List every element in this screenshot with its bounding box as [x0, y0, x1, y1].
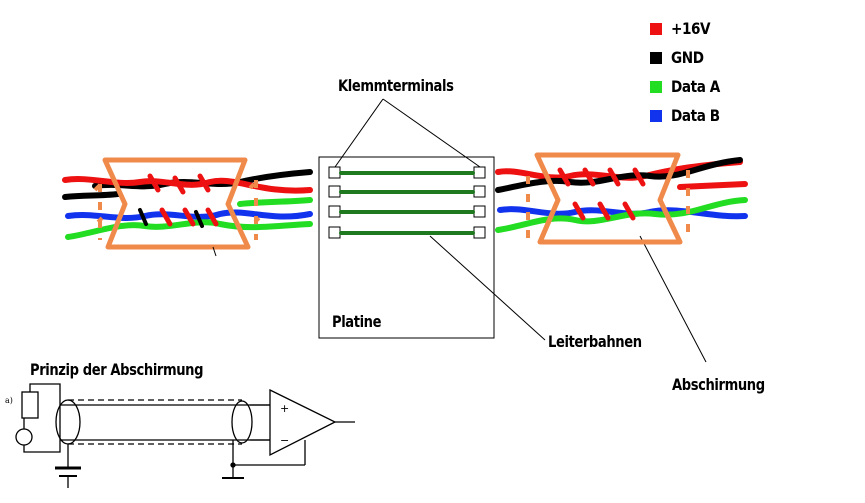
left-shield: [102, 157, 251, 250]
right-wire-red-tail: [677, 181, 748, 190]
label-leiterbahnen: Leiterbahnen: [548, 332, 642, 351]
label-klemmterminals: Klemmterminals: [338, 76, 454, 95]
legend-label: GND: [671, 48, 704, 67]
legend-swatch-blue: [650, 109, 662, 122]
right-wire-green: [495, 197, 748, 233]
legend-label: Data B: [671, 106, 720, 125]
legend-swatch-black: [650, 51, 662, 64]
legend-label: +16V: [671, 19, 711, 38]
legend: +16V GND Data A Data B: [650, 14, 728, 130]
legend-item: Data A: [650, 72, 728, 101]
svg-text:+: +: [280, 402, 289, 415]
label-source-mark: a): [5, 396, 13, 405]
legend-swatch-red: [650, 22, 662, 35]
label-abschirmung: Abschirmung: [672, 375, 765, 394]
shielding-schematic: + −: [15, 383, 355, 488]
source-symbol: [15, 428, 33, 446]
legend-swatch-green: [650, 80, 662, 93]
pcb-board: [318, 156, 495, 339]
svg-text:−: −: [280, 434, 289, 447]
legend-item: +16V: [650, 14, 728, 43]
right-shield: [534, 152, 683, 245]
label-platine: Platine: [332, 312, 382, 331]
callout-lines: [334, 98, 707, 363]
opamp-symbol: [269, 388, 337, 457]
right-wire-blue: [497, 206, 748, 220]
label-prinzip: Prinzip der Abschirmung: [30, 360, 204, 379]
pcb-traces: [339, 171, 475, 235]
legend-label: Data A: [671, 77, 720, 96]
legend-item: GND: [650, 43, 728, 72]
legend-item: Data B: [650, 101, 728, 130]
left-wire-green: [65, 219, 313, 240]
right-cable: [495, 152, 748, 245]
pcb-outline: [318, 156, 495, 339]
left-cable: [62, 157, 313, 257]
left-wire-black-tail: [62, 191, 121, 200]
left-wire-green-tail: [237, 197, 313, 207]
